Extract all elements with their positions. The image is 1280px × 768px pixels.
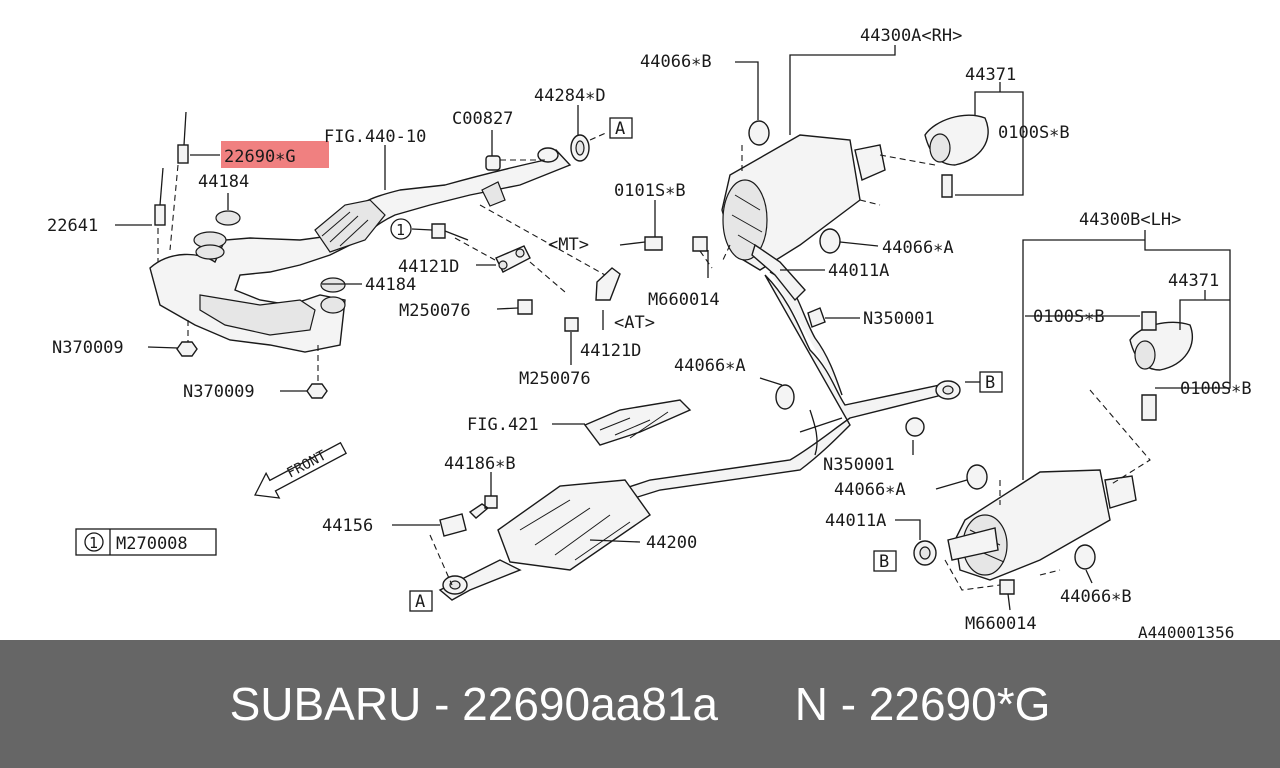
label-0100sb-lh-lower: 0100S∗B — [1180, 379, 1252, 399]
heat-shield — [583, 399, 692, 446]
front-direction-arrow — [253, 441, 347, 499]
label-fig421: FIG.421 — [467, 415, 539, 435]
label-n370009-1: N370009 — [52, 338, 124, 358]
legend-number: 1 — [89, 534, 98, 552]
hanger-44066a-rh — [819, 228, 841, 254]
bolt-44186b — [468, 495, 498, 519]
hanger-44066a-lh — [966, 464, 988, 490]
label-m250076-2: M250076 — [519, 369, 591, 389]
label-44284d: 44284∗D — [534, 86, 606, 106]
front-exhaust-pipe-assembly — [149, 147, 572, 353]
label-44011a-lh: 44011A — [825, 511, 886, 531]
label-n350001-rh: N350001 — [863, 309, 935, 329]
label-circle-1: 1 — [396, 221, 405, 239]
label-44121d-1: 44121D — [398, 257, 459, 277]
label-at: <AT> — [614, 313, 655, 333]
label-44300b-lh: 44300B<LH> — [1079, 210, 1181, 230]
nut-n370009-lower — [306, 383, 328, 399]
label-22690g: 22690∗G — [224, 147, 296, 167]
center-muffler-44200 — [438, 479, 651, 601]
label-22641: 22641 — [47, 216, 98, 236]
label-44184-top: 44184 — [198, 172, 249, 192]
label-44371-lh: 44371 — [1168, 271, 1219, 291]
label-n370009-2: N370009 — [183, 382, 255, 402]
label-m250076-1: M250076 — [399, 301, 471, 321]
nut-n350001-rh — [807, 307, 826, 328]
label-ref-b-lower: B — [879, 552, 889, 572]
leader-lines — [115, 45, 1231, 611]
label-m660014-lh: M660014 — [965, 614, 1037, 634]
oxygen-sensors — [154, 111, 189, 262]
ref-box-a-top — [609, 117, 633, 139]
label-44066a-center: 44066∗A — [674, 356, 746, 376]
footer-bar: SUBARU - 22690aa81a N - 22690*G — [0, 640, 1280, 768]
hanger-44066b-lh — [1074, 544, 1096, 570]
exhaust-parts-diagram: FRONT — [47, 26, 1252, 640]
ref-circle-1 — [390, 218, 412, 240]
label-44186b: 44186∗B — [444, 454, 516, 474]
ref-box-b-right — [979, 371, 1003, 393]
label-ref-a-lower: A — [415, 592, 425, 612]
spring-44156 — [439, 513, 467, 537]
ref-box-a-lower — [409, 590, 433, 612]
highlight-part-22690g — [221, 141, 329, 168]
label-44066a-lh: 44066∗A — [834, 480, 906, 500]
footer-part-number-text: SUBARU - 22690aa81a N - 22690*G — [229, 678, 1051, 730]
transmission-brackets — [431, 204, 663, 332]
lh-muffler-44300b — [944, 311, 1194, 595]
label-c00827: C00827 — [452, 109, 513, 129]
hanger-44066b-rh — [748, 120, 770, 146]
label-0100sb-lh-upper: 0100S∗B — [1033, 307, 1105, 327]
label-44066b-lh: 44066∗B — [1060, 587, 1132, 607]
label-44011a-rh: 44011A — [828, 261, 889, 281]
part-labels: 22690∗G FIG.440-10 C00827 44284∗D A 4418… — [47, 26, 1252, 640]
label-n350001-center: N350001 — [823, 455, 895, 475]
label-fig440-10: FIG.440-10 — [324, 127, 426, 147]
diagram-reference-number: A440001356 — [1138, 623, 1234, 640]
rh-muffler-44300a — [692, 114, 989, 302]
label-44066a-rh: 44066∗A — [882, 238, 954, 258]
nut-n350001-center — [905, 417, 925, 437]
label-44371-rh: 44371 — [965, 65, 1016, 85]
label-ref-a-top: A — [615, 119, 625, 139]
label-44184-2: 44184 — [365, 275, 416, 295]
label-44300a-rh: 44300A<RH> — [860, 26, 962, 46]
label-mt: <MT> — [548, 235, 589, 255]
label-0101sb: 0101S∗B — [614, 181, 686, 201]
front-arrow-label: FRONT — [284, 447, 329, 481]
nut-c00827 — [485, 155, 501, 171]
hanger-44066a-center — [775, 384, 795, 410]
label-44121d-2: 44121D — [580, 341, 641, 361]
label-m660014-rh: M660014 — [648, 290, 720, 310]
label-44066b-rh: 44066∗B — [640, 52, 712, 72]
label-44156: 44156 — [322, 516, 373, 536]
label-44200: 44200 — [646, 533, 697, 553]
label-0100sb-rh: 0100S∗B — [998, 123, 1070, 143]
ref-box-b-lower — [873, 550, 897, 572]
label-ref-b-right: B — [985, 373, 995, 393]
legend-code: M270008 — [116, 534, 188, 554]
legend-box — [75, 528, 217, 556]
nut-n370009-upper — [176, 341, 198, 357]
